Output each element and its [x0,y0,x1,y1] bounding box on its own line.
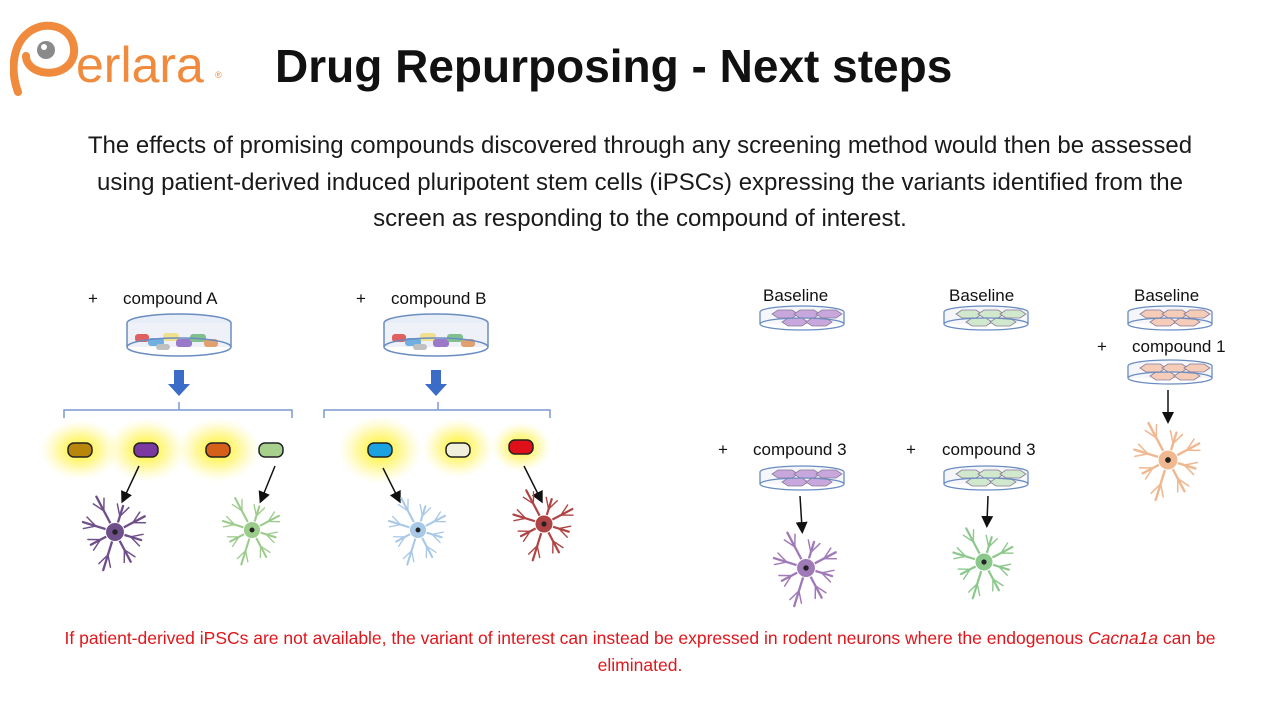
logo-p-mark [10,21,79,96]
capsule-group-a [67,442,284,458]
capsule-icon [205,442,231,458]
plus-sign: + [1097,337,1107,356]
logo-wordmark: erlara [76,37,204,93]
cell-dish-icon [1127,305,1213,331]
highlight-glows [40,416,551,484]
plus-sign: + [356,289,366,308]
compound-3-label-2: compound 3 [942,440,1036,459]
plus-sign: + [718,440,728,459]
capsule-icon [445,442,471,458]
neuron-icon [512,489,574,562]
plus-sign: + [88,289,98,308]
neuron-group [81,421,1201,608]
cell-dish-icon [943,465,1029,491]
slide-title: Drug Repurposing - Next steps [275,40,953,92]
capsule-icon [367,442,393,458]
compound-a-label: compound A [123,289,218,308]
baseline-label-3: Baseline [1134,286,1200,305]
petri-dish-compound-b [383,313,489,357]
capsule-icon [133,442,159,458]
baseline-label-1: Baseline [763,286,829,305]
cell-dish-icon [943,305,1029,331]
perlara-logo: erlara ® [10,21,222,96]
bracket-compound-a [63,402,293,418]
compound-1-label: compound 1 [1132,337,1226,356]
footnote-text: If patient-derived iPSCs are not availab… [64,628,1088,648]
neuron-icon [952,527,1014,600]
baseline-label-2: Baseline [949,286,1015,305]
footnote: If patient-derived iPSCs are not availab… [60,625,1220,679]
intro-paragraph: The effects of promising compounds disco… [87,132,1193,232]
capsule-icon [258,442,284,458]
cell-dish-icon [1127,359,1213,385]
svg-text:®: ® [215,70,222,80]
bracket-compound-b [323,402,551,418]
plus-sign: + [906,440,916,459]
compound-3-label-1: compound 3 [753,440,847,459]
down-arrow-icon [425,370,447,396]
neuron-icon [81,495,147,572]
neuron-icon [1133,421,1201,502]
gene-name: Cacna1a [1087,628,1159,648]
cell-dish-icon [759,305,845,331]
capsule-icon [67,442,93,458]
down-arrow-icon [168,370,190,396]
arrows-to-neurons-left [121,465,543,504]
compound-b-label: compound B [391,289,487,308]
arrows-to-neurons-right [795,390,1174,534]
neuron-icon [221,497,281,566]
capsule-group-b [367,439,534,458]
neuron-icon [772,531,838,608]
neuron-icon [387,497,447,566]
footnote-text-end: can be eliminated. [597,628,1216,675]
cell-dish-icon [759,465,845,491]
petri-dish-compound-a [126,313,232,357]
capsule-icon [508,439,534,455]
small-dish-group [759,305,1213,491]
